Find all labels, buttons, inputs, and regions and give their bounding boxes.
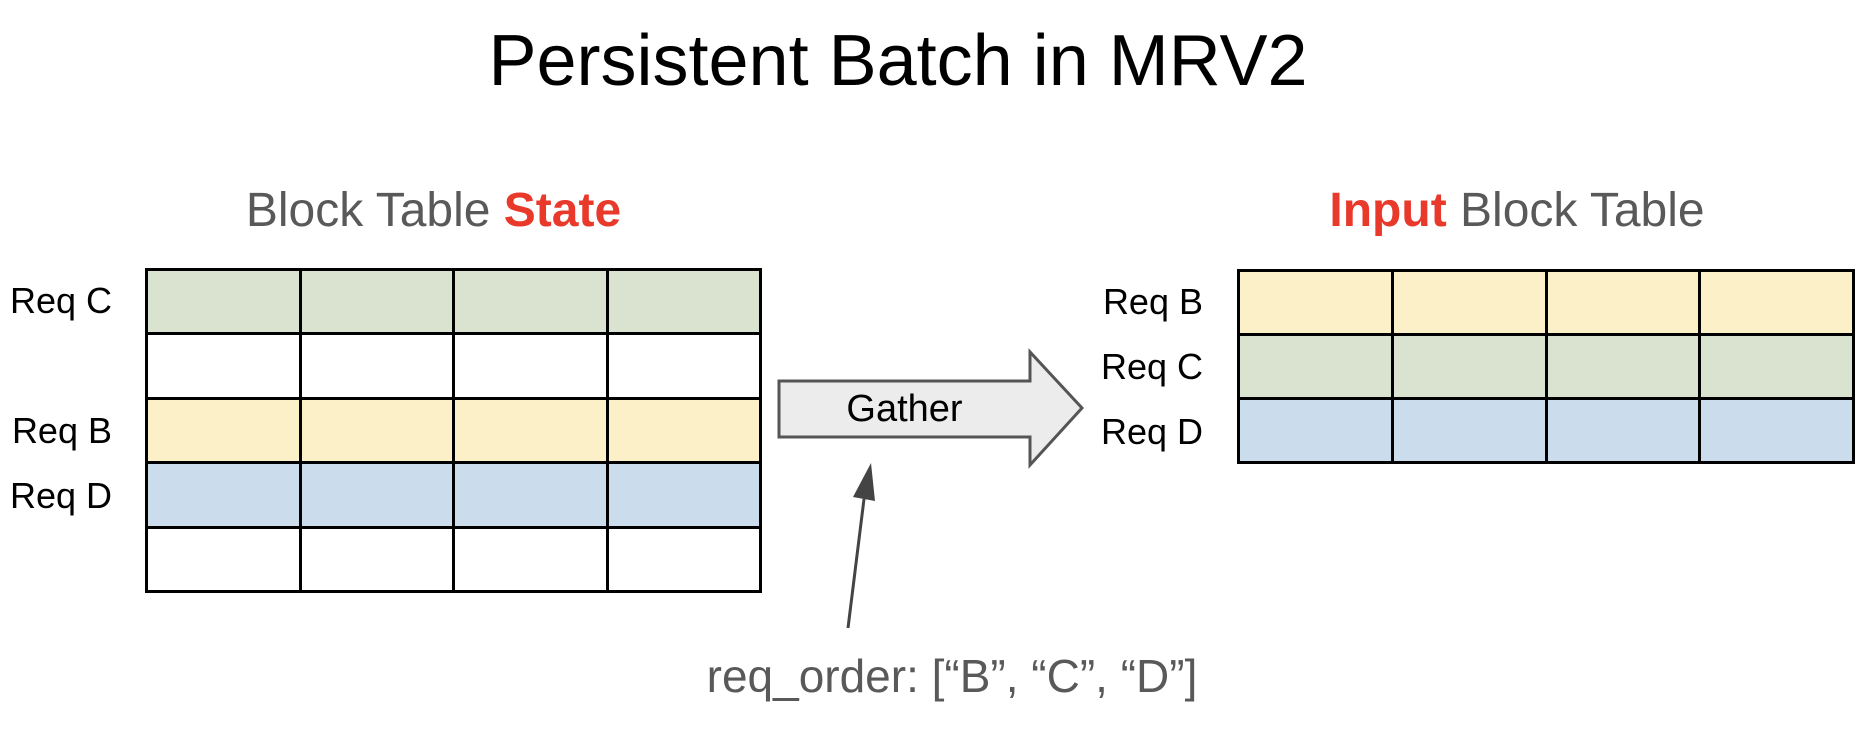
right-table-heading: Input Block Table	[1208, 183, 1826, 238]
right-heading-plain: Block Table	[1446, 184, 1705, 237]
table-cell	[1544, 397, 1702, 464]
table-cell	[1390, 333, 1548, 400]
table-cell	[298, 461, 455, 529]
table-cell	[1390, 269, 1548, 336]
table-cell	[605, 332, 762, 400]
table-cell	[1237, 333, 1394, 400]
input-block-table	[1237, 269, 1855, 464]
table-cell	[605, 461, 762, 529]
table-cell	[1544, 269, 1702, 336]
table-cell	[1698, 269, 1855, 336]
row-label: Req C	[1100, 345, 1203, 387]
table-row	[1237, 333, 1855, 400]
pointer-arrow-line	[846, 498, 866, 629]
pointer-arrow-head	[853, 463, 875, 501]
table-cell	[145, 461, 302, 529]
table-row	[145, 396, 762, 465]
left-heading-emphasis: State	[503, 184, 622, 237]
table-cell	[1237, 269, 1394, 336]
table-cell	[298, 332, 455, 400]
table-cell	[145, 332, 302, 400]
block-table-state	[145, 267, 762, 594]
page-title: Persistent Batch in MRV2	[488, 21, 1308, 101]
table-row	[145, 267, 762, 336]
table-cell	[605, 396, 762, 465]
table-cell	[452, 396, 609, 465]
table-cell	[1544, 333, 1702, 400]
row-label: Req C	[9, 279, 112, 321]
left-heading-plain: Block Table	[245, 184, 504, 237]
table-cell	[605, 267, 762, 336]
table-cell	[452, 525, 609, 594]
req-order-annotation: req_order: [“B”, “C”, “D”]	[706, 650, 1198, 702]
table-cell	[298, 396, 455, 465]
table-row	[1237, 269, 1855, 336]
left-row-labels: Req C Req B Req D	[0, 0, 112, 736]
table-cell	[452, 267, 609, 336]
row-label: Req D	[9, 474, 112, 516]
row-label: Req B	[1102, 280, 1203, 322]
table-cell	[145, 525, 302, 594]
right-heading-emphasis: Input	[1329, 184, 1447, 237]
right-row-labels: Req B Req C Req D	[1000, 0, 1203, 736]
left-table-heading: Block Table State	[125, 183, 742, 238]
gather-label: Gather	[846, 388, 963, 430]
table-row	[1237, 397, 1855, 464]
table-cell	[452, 461, 609, 529]
table-cell	[1237, 397, 1394, 464]
row-label: Req B	[11, 409, 112, 451]
row-label: Req D	[1100, 410, 1203, 452]
table-cell	[145, 396, 302, 465]
table-cell	[452, 332, 609, 400]
table-cell	[1698, 333, 1855, 400]
table-cell	[298, 267, 455, 336]
table-cell	[1390, 397, 1548, 464]
table-cell	[145, 267, 302, 336]
table-row	[145, 461, 762, 529]
table-cell	[298, 525, 455, 594]
table-row	[145, 525, 762, 594]
table-cell	[605, 525, 762, 594]
table-cell	[1698, 397, 1855, 464]
table-row	[145, 332, 762, 400]
